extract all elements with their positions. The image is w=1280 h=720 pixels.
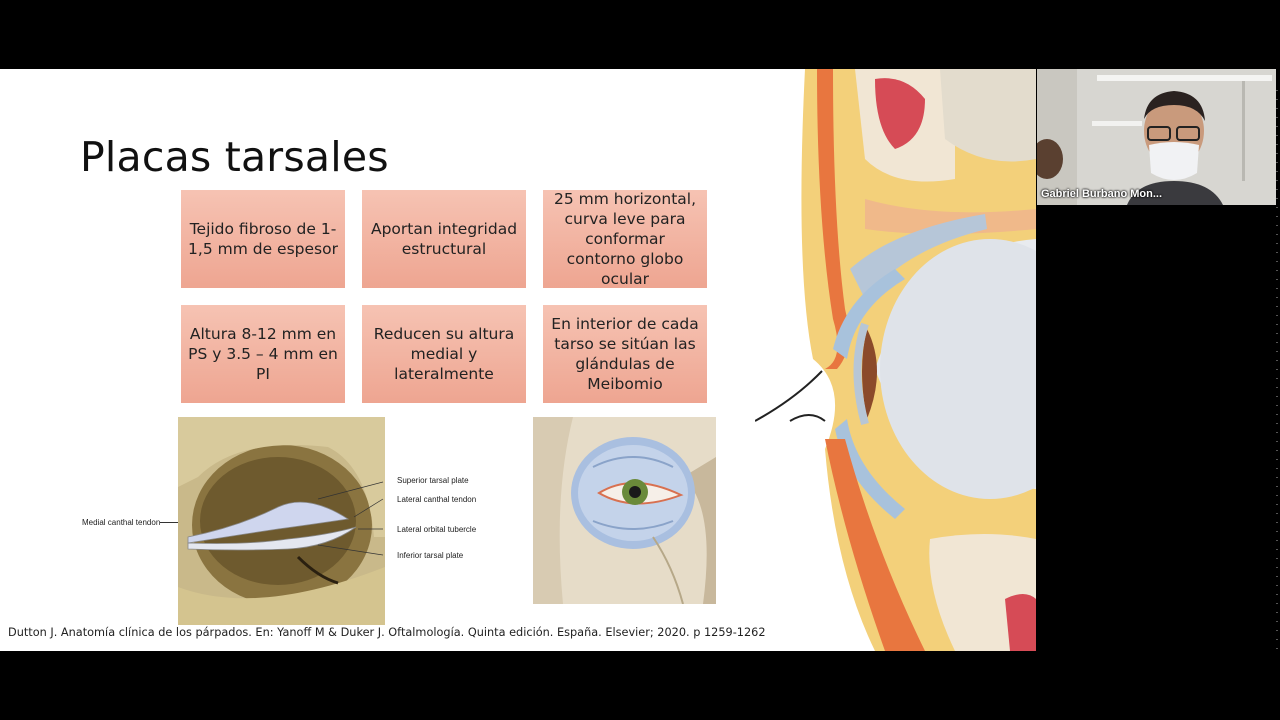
label-lateral-canthal-tendon: Lateral canthal tendon bbox=[397, 495, 477, 504]
label-lateral-orbital-tubercle: Lateral orbital tubercle bbox=[397, 525, 477, 534]
presentation-slide: Placas tarsales Tejido fibroso de 1-1,5 … bbox=[0, 69, 1036, 651]
slide-title: Placas tarsales bbox=[80, 133, 389, 181]
scrollbar-edge bbox=[1276, 90, 1278, 650]
label-superior-tarsal-plate: Superior tarsal plate bbox=[397, 476, 469, 485]
label-medial-canthal-tendon: Medial canthal tendon bbox=[82, 518, 161, 527]
participant-name-label: Gabriel Burbano Mon... bbox=[1041, 188, 1163, 200]
info-box-horizontal: 25 mm horizontal, curva leve para confor… bbox=[543, 190, 707, 288]
slide-citation: Dutton J. Anatomía clínica de los párpad… bbox=[8, 626, 766, 639]
participant-video-tile[interactable]: Gabriel Burbano Mon... bbox=[1037, 69, 1276, 205]
eye-orbit-illustration bbox=[533, 417, 716, 604]
orbit-tarsal-illustration bbox=[178, 417, 385, 625]
info-box-meibomian: En interior de cada tarso se sitúan las … bbox=[543, 305, 707, 403]
medial-tendon-leader bbox=[160, 522, 178, 523]
info-box-reduce: Reducen su altura medial y lateralmente bbox=[362, 305, 526, 403]
participant-video-feed bbox=[1037, 69, 1276, 205]
eyelid-sagittal-illustration bbox=[755, 69, 1036, 651]
info-box-thickness: Tejido fibroso de 1-1,5 mm de espesor bbox=[181, 190, 345, 288]
info-box-height: Altura 8-12 mm en PS y 3.5 – 4 mm en PI bbox=[181, 305, 345, 403]
info-box-integrity: Aportan integridad estructural bbox=[362, 190, 526, 288]
label-inferior-tarsal-plate: Inferior tarsal plate bbox=[397, 551, 464, 560]
